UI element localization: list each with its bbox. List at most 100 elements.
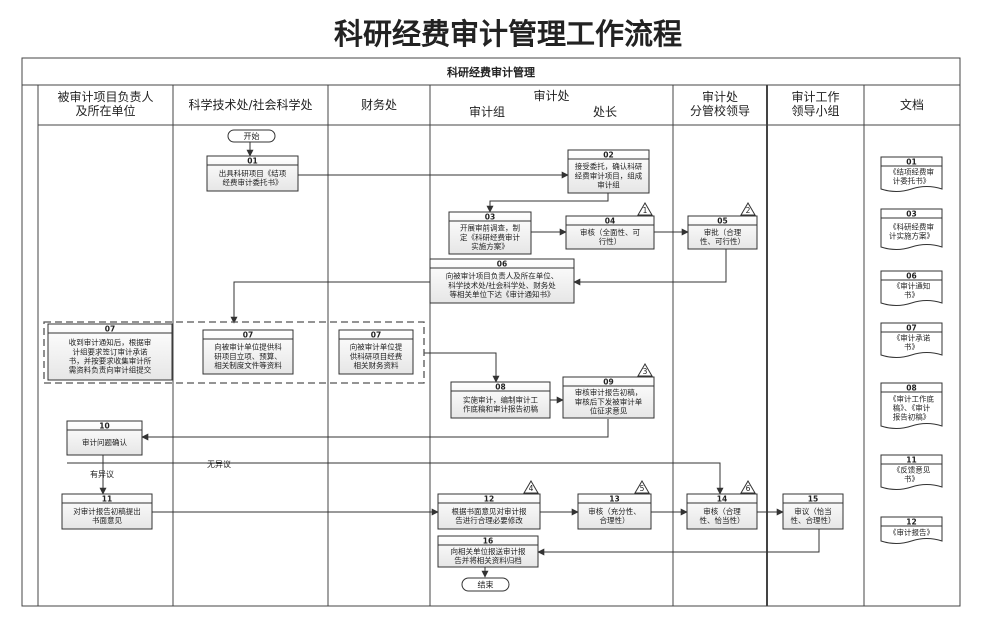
step-text: 审核审计报告初稿， [575, 387, 643, 397]
step-text: 书面意见 [92, 515, 122, 525]
step-text: 等相关单位下达《审计通知书》 [450, 289, 555, 299]
step-text: 位征求意见 [590, 406, 628, 416]
step-number: 02 [603, 151, 613, 160]
process-box [565, 215, 655, 250]
flow-arrow [424, 352, 500, 383]
step-number: 07 [243, 331, 253, 340]
step-text: 审核后下发被审计单 [575, 396, 643, 406]
step-text: 供科研项目经费 [350, 351, 403, 361]
process-step-07: 07收到审计通知后，根据审计组要求签订审计承诺书，并按要求收集审计所需资料负责向… [47, 323, 173, 381]
step-text: 经费审计委托书》 [223, 177, 283, 187]
document-title: 书》 [904, 290, 919, 300]
document-number: 07 [906, 324, 916, 333]
flow-arrow [230, 281, 430, 324]
swimlane-frame [21, 57, 961, 607]
end-terminal-shape [461, 577, 510, 592]
process-box [567, 149, 650, 194]
control-point-marker [637, 202, 653, 216]
document-title: 报告初稿》 [893, 412, 931, 422]
step-text: 书，并按要求收集审计所 [69, 356, 152, 366]
process-steps: 开始结束01出具科研项目《结项经费审计委托书》02接受委托，确认科研经费审计项目… [47, 129, 844, 592]
control-point-marker [634, 480, 650, 494]
control-point-marker [523, 480, 539, 494]
document-title: 《结项经费审 [889, 167, 934, 177]
step-text: 根据书面意见对审计报 [452, 506, 527, 516]
document-06: 06《审计通知书》 [880, 270, 943, 306]
lane-header-label: 文档 [900, 97, 924, 112]
lane-header-label: 分管校领导 [690, 103, 750, 118]
lane-header-label: 审计处 [533, 88, 569, 103]
document-shape [880, 516, 943, 544]
document-12: 12《审计报告》 [880, 516, 943, 544]
lane-header-label: 科学技术处/社会科学处 [188, 97, 312, 112]
step-text: 需资料负责向审计组提交 [69, 365, 152, 375]
process-box [577, 493, 652, 530]
edge-label-no-objection: 无异议 [207, 460, 231, 469]
step-text: 向相关单位报送审计报 [451, 546, 526, 556]
connectors: 有异议 无异议 [43, 141, 820, 578]
document-shape [880, 208, 943, 250]
step-text: 合理性） [600, 515, 630, 525]
step-text: 计组要求签订审计承诺 [73, 346, 148, 356]
lane-headers: 被审计项目负责人及所在单位科学技术处/社会科学处财务处审计处审计组处长审计处分管… [57, 88, 924, 119]
banner-title: 科研经费审计管理 [447, 65, 535, 79]
step-text: 性、合理性） [791, 515, 836, 525]
step-text: 审计问题确认 [82, 437, 127, 447]
process-box [66, 420, 143, 456]
document-list: 01《结项经费审计委托书》03《科研经费审计实施方案》06《审计通知书》07《审… [880, 156, 943, 544]
step-text: 定《科研经费审计 [460, 232, 520, 242]
document-number: 01 [906, 158, 916, 167]
process-box [202, 329, 294, 375]
step-text: 作底稿和审计报告初稿 [463, 404, 538, 414]
document-title: 《反馈意见 [893, 465, 931, 475]
step-number: 06 [497, 260, 507, 269]
step-number: 07 [371, 331, 381, 340]
step-text: 相关财务资料 [354, 360, 399, 370]
step-text: 实施方案》 [471, 241, 509, 251]
process-box [437, 493, 541, 530]
document-title: 书》 [904, 474, 919, 484]
step-text: 科学技术处/社会科学处、财务处 [448, 280, 556, 290]
step-number: 05 [717, 217, 727, 226]
control-point-number: 4 [529, 484, 534, 493]
step-text: 审核（全面性、可 [580, 227, 640, 237]
flow-arrow [486, 192, 609, 213]
edge-label-objection: 有异议 [90, 469, 114, 479]
step-text: 收到审计通知后，根据审 [69, 337, 152, 347]
step-number: 13 [609, 495, 619, 504]
step-text: 审批（合理 [704, 227, 742, 237]
document-number: 08 [906, 384, 916, 393]
step-text: 性、恰当性） [700, 515, 745, 525]
step-number: 04 [605, 217, 615, 226]
lane-header-label: 及所在单位 [75, 103, 135, 118]
step-text: 出具科研项目《结项 [219, 168, 287, 178]
process-box [61, 493, 153, 530]
document-number: 03 [906, 210, 916, 219]
step-number: 09 [603, 378, 613, 387]
document-title: 《审计报告》 [889, 527, 934, 537]
process-box [338, 329, 414, 375]
process-box [687, 215, 758, 250]
lane-header-label: 审计处 [702, 89, 738, 104]
start-terminal-label: 开始 [244, 131, 260, 141]
step-number: 01 [247, 157, 257, 166]
step-text: 审议（恰当 [794, 506, 832, 516]
process-box [448, 211, 532, 255]
parallel-step-group [43, 321, 425, 384]
step-number: 16 [483, 537, 493, 546]
step-text: 审核（充分性、 [588, 506, 641, 516]
step-text: 审计组 [597, 180, 620, 190]
control-point-marker [740, 480, 756, 494]
